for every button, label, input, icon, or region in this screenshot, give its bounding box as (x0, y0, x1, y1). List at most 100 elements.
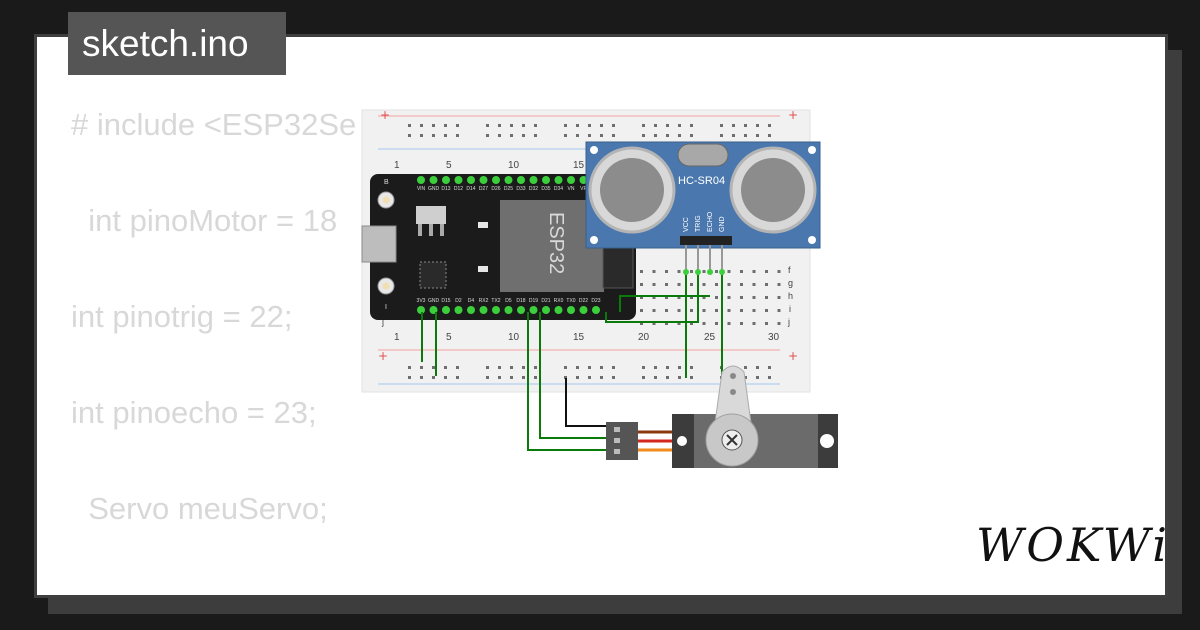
rail-plus: + (378, 349, 388, 363)
breadboard-hole (640, 322, 643, 325)
breadboard-holes (408, 124, 781, 379)
wokwi-logo: WOKWi (976, 518, 1170, 572)
breadboard-hole (765, 296, 768, 299)
breadboard-hole (720, 134, 723, 137)
esp32-pin (592, 306, 600, 314)
breadboard-hole (498, 366, 501, 369)
rail-plus: + (788, 108, 798, 122)
antenna (602, 247, 634, 289)
breadboard-hole (756, 376, 759, 379)
breadboard-hole (420, 124, 423, 127)
breadboard-hole (768, 376, 771, 379)
breadboard-hole (600, 124, 603, 127)
breadboard-hole (677, 296, 681, 299)
breadboard-hole (720, 124, 723, 127)
breadboard-hole (740, 270, 743, 273)
breadboard-hole (756, 134, 759, 137)
sketch-title: sketch.ino (68, 12, 286, 75)
breadboard-hole (752, 322, 756, 325)
breadboard-hole (534, 124, 537, 127)
rail-plus: + (380, 108, 390, 122)
breadboard-hole (665, 309, 668, 312)
breadboard-hole (600, 134, 603, 137)
row-letter: h (788, 291, 793, 301)
breadboard-hole (654, 124, 657, 127)
esp32-pin-label: D33 (516, 186, 525, 192)
breadboard-hole (444, 124, 447, 127)
regulator (416, 206, 446, 224)
esp32-pin (517, 176, 525, 184)
breadboard-hole (420, 366, 423, 369)
breadboard-hole (744, 366, 747, 369)
esp32-pin-label: VP (580, 186, 587, 192)
breadboard-hole (534, 134, 537, 137)
breadboard-hole (612, 366, 615, 369)
mount-hole (808, 146, 816, 154)
esp32-pin (542, 176, 550, 184)
pin-dot (707, 269, 713, 275)
breadboard-hole (665, 283, 668, 286)
breadboard-hole (744, 134, 747, 137)
breadboard-hole (564, 134, 567, 137)
breadboard-hole (690, 376, 693, 379)
breadboard-hole (408, 376, 411, 379)
breadboard-hole (665, 270, 668, 273)
breadboard-hole (715, 283, 718, 286)
breadboard-hole (654, 134, 657, 137)
esp32-pin-label: D23 (591, 298, 600, 304)
breadboard-hole (576, 124, 579, 127)
mount-hole (820, 434, 834, 448)
breadboard-hole (677, 270, 681, 273)
esp32-pin-label: D13 (441, 186, 450, 192)
breadboard-hole (654, 376, 657, 379)
breadboard-hole (408, 124, 411, 127)
esp32-pin (492, 176, 500, 184)
smd-part (478, 222, 488, 228)
breadboard-hole (432, 124, 435, 127)
esp32-pin (429, 176, 438, 184)
breadboard-hole (444, 134, 447, 137)
regulator-pin (429, 224, 433, 236)
breadboard-hole (510, 366, 513, 369)
usb-port (361, 225, 397, 263)
row-letter: j (787, 317, 790, 327)
breadboard-hole (612, 134, 615, 137)
esp32-pin (442, 306, 450, 314)
rail-plus: + (788, 349, 798, 363)
breadboard-hole (702, 270, 706, 273)
esp32-pin-label: TX0 (566, 298, 575, 304)
breadboard-hole (678, 366, 681, 369)
esp32-pin (504, 176, 513, 184)
breadboard-hole (652, 296, 656, 299)
breadboard-hole (768, 124, 771, 127)
mount-hole (677, 436, 687, 446)
usb-uart-chip (419, 261, 447, 289)
esp32-pin (542, 306, 550, 314)
breadboard-hole (715, 322, 718, 325)
breadboard-hole (715, 296, 718, 299)
column-number: 30 (768, 332, 780, 343)
esp32-pin-label: D27 (479, 186, 488, 192)
crystal (677, 143, 729, 167)
esp32-pin-label: D21 (541, 298, 550, 304)
breadboard-hole (765, 270, 768, 273)
breadboard-hole (765, 322, 768, 325)
breadboard-hole (777, 283, 781, 286)
connector-pin (614, 449, 620, 454)
esp32-pin (479, 176, 488, 184)
column-number: 5 (446, 160, 452, 171)
breadboard-hole (777, 296, 781, 299)
breadboard-hole (715, 270, 718, 273)
breadboard-hole (640, 296, 643, 299)
breadboard-hole (702, 296, 706, 299)
breadboard-hole (702, 309, 706, 312)
breadboard-hole (665, 296, 668, 299)
breadboard-hole (444, 376, 447, 379)
breadboard-hole (456, 134, 459, 137)
breadboard-hole (690, 134, 693, 137)
breadboard-hole (727, 283, 731, 286)
breadboard-hole (498, 124, 501, 127)
breadboard-hole (642, 124, 645, 127)
breadboard-hole (600, 366, 603, 369)
